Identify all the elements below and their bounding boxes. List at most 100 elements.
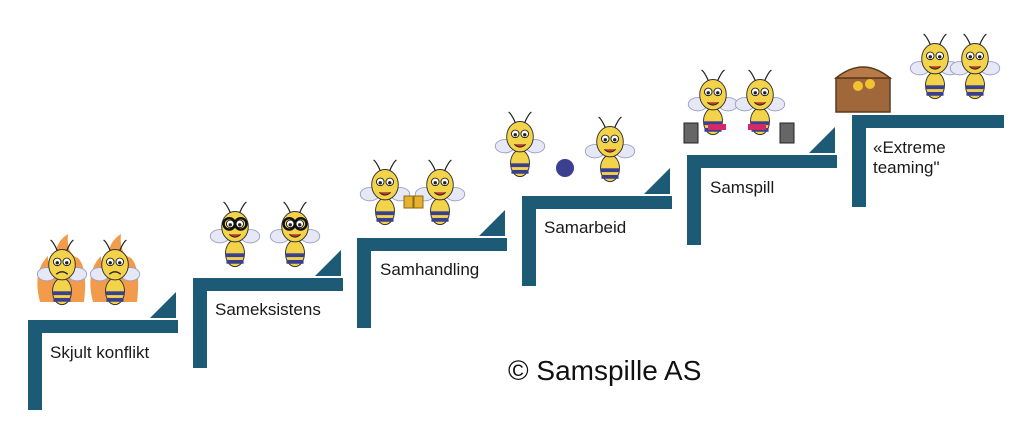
bee-antenna bbox=[50, 239, 58, 251]
bee-pupil bbox=[378, 181, 382, 185]
bee-antenna bbox=[979, 33, 987, 45]
bee-stripe bbox=[226, 259, 244, 264]
step-label-sameksistens: Sameksistens bbox=[215, 300, 321, 319]
bee-antenna bbox=[299, 201, 307, 213]
celebrating-bee-icon bbox=[949, 33, 1001, 100]
stair-step-4 bbox=[522, 168, 672, 286]
bee-antenna bbox=[717, 69, 725, 81]
bee-stripe bbox=[511, 169, 529, 174]
bee-pupil bbox=[716, 91, 720, 95]
bee-antenna bbox=[701, 69, 709, 81]
stair-arrow bbox=[150, 292, 176, 318]
bee-stripe bbox=[510, 163, 530, 168]
fist-bump-icon bbox=[556, 159, 574, 177]
stair-step-1 bbox=[28, 292, 178, 410]
stair-riser bbox=[193, 278, 207, 368]
bee-stripe bbox=[926, 91, 944, 96]
stair-tread bbox=[852, 115, 1004, 128]
speaker-icon bbox=[683, 122, 699, 144]
binoculars-icon bbox=[233, 216, 248, 231]
step-label-samspill: Samspill bbox=[710, 178, 775, 197]
bee-head bbox=[746, 79, 774, 111]
bee-mouth bbox=[753, 101, 767, 106]
bee-head bbox=[921, 43, 949, 75]
bee-pupil bbox=[928, 55, 932, 59]
bee-stripe bbox=[430, 211, 450, 216]
bee-stripe bbox=[53, 297, 71, 302]
bee-stripe bbox=[106, 297, 124, 302]
bee-stripe bbox=[285, 253, 305, 258]
bee-antenna bbox=[598, 116, 606, 128]
stair-step-6 bbox=[852, 115, 1004, 207]
bee-mouth bbox=[968, 65, 982, 70]
bee-head bbox=[426, 169, 454, 201]
stair-step-2 bbox=[193, 250, 343, 368]
stair-tread bbox=[687, 155, 837, 168]
stair-arrow bbox=[809, 127, 835, 153]
bee-pupil bbox=[603, 138, 607, 142]
gold-coin-icon bbox=[853, 81, 863, 91]
bee-head bbox=[699, 79, 727, 111]
bee-stripe bbox=[600, 168, 620, 173]
bee-antenna bbox=[239, 201, 247, 213]
bee-antenna bbox=[66, 239, 74, 251]
bee-pupil bbox=[763, 91, 767, 95]
toasting-bee-icon bbox=[359, 159, 411, 226]
bee-mouth bbox=[603, 148, 617, 153]
bee-head bbox=[371, 169, 399, 201]
beer-glass-icon bbox=[413, 195, 424, 209]
bee-antenna bbox=[444, 159, 452, 171]
bee-antenna bbox=[764, 69, 772, 81]
bee-mouth bbox=[706, 101, 720, 106]
stair-riser bbox=[687, 155, 701, 245]
bee-antenna bbox=[119, 239, 127, 251]
bee-pupil bbox=[706, 91, 710, 95]
speaker-icon bbox=[779, 122, 795, 144]
chest-body bbox=[835, 77, 891, 113]
step-label-samhandling: Samhandling bbox=[380, 260, 480, 279]
bee-head bbox=[961, 43, 989, 75]
bee-stripe bbox=[225, 253, 245, 258]
bee-antenna bbox=[373, 159, 381, 171]
stair-tread bbox=[193, 278, 343, 291]
stair-tread bbox=[28, 320, 178, 333]
bee-antenna bbox=[939, 33, 947, 45]
bee-pupil bbox=[388, 181, 392, 185]
bee-head bbox=[506, 121, 534, 153]
stair-riser bbox=[522, 196, 536, 286]
bee-antenna bbox=[223, 201, 231, 213]
bee-pupil bbox=[753, 91, 757, 95]
bee-antenna bbox=[428, 159, 436, 171]
bee-mouth bbox=[433, 191, 447, 196]
bee-head bbox=[101, 249, 129, 281]
fist-bump-bee-icon bbox=[584, 116, 636, 183]
bee-stripe bbox=[601, 174, 619, 179]
guitar-icon bbox=[748, 124, 766, 130]
bee-antenna bbox=[963, 33, 971, 45]
bee-pupil bbox=[298, 223, 302, 227]
stair-riser bbox=[852, 115, 866, 207]
copyright-text: © Samspille AS bbox=[508, 355, 702, 386]
bee-stripe bbox=[376, 217, 394, 222]
bee-mouth bbox=[288, 233, 302, 238]
bee-stripe bbox=[286, 259, 304, 264]
stair-tread bbox=[357, 238, 507, 251]
bee-pupil bbox=[443, 181, 447, 185]
bee-antenna bbox=[103, 239, 111, 251]
treasure-chest-icon bbox=[833, 66, 893, 113]
fist-bump-bee-icon bbox=[494, 111, 546, 178]
stair-riser bbox=[357, 238, 371, 328]
step-label-skjult-konflikt: Skjult konflikt bbox=[50, 343, 150, 362]
bee-with-binoculars-icon bbox=[269, 201, 321, 268]
bee-pupil bbox=[613, 138, 617, 142]
bee-pupil bbox=[523, 133, 527, 137]
bee-mouth bbox=[228, 233, 242, 238]
angry-bee-icon bbox=[89, 239, 141, 306]
bee-pupil bbox=[938, 55, 942, 59]
bee-pupil bbox=[108, 261, 112, 265]
bee-head bbox=[596, 126, 624, 158]
bee-pupil bbox=[978, 55, 982, 59]
angry-bee-icon bbox=[36, 239, 88, 306]
bee-pupil bbox=[118, 261, 122, 265]
bee-stripe bbox=[703, 121, 723, 126]
